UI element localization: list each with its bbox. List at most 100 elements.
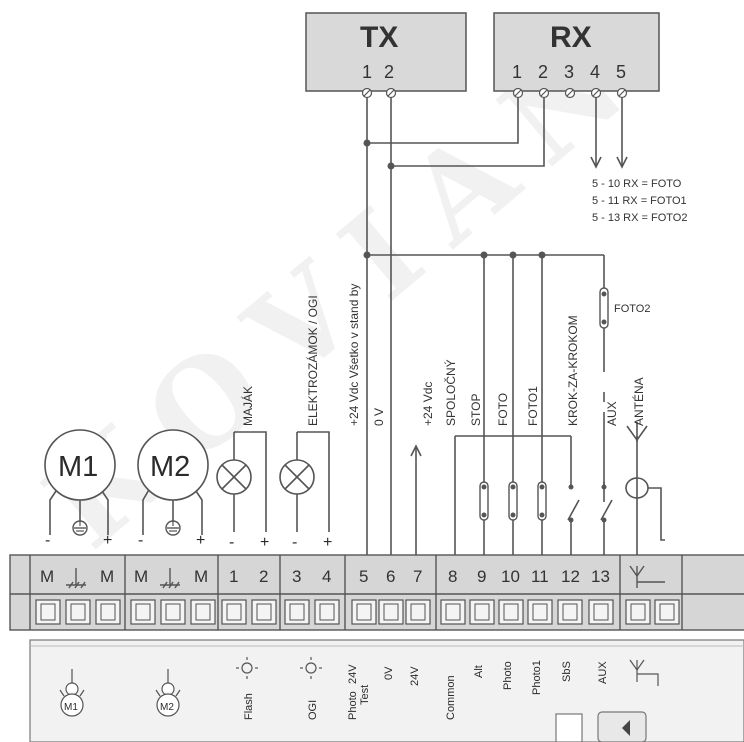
antenna-icon [629,659,659,686]
terminal-2: 2 [259,567,268,586]
terminal-3: 3 [292,567,301,586]
plus-sign: + [196,532,205,549]
motor-icon: M1 [44,429,116,536]
terminal-10: 10 [501,567,520,586]
terminal-m: M [40,567,54,586]
lamp-icon [279,459,315,495]
terminal-7: 7 [413,567,422,586]
ground-icon [160,568,180,589]
foto2-contact [599,287,609,329]
lamp-icon [216,459,252,495]
tx-pin-2: 2 [384,62,394,82]
ground-icon [66,568,86,589]
board-photo1: Photo1 [531,660,543,695]
tx-module: TX 1 2 [305,12,467,99]
label-elektrozamok: ELEKTROZÁMOK / OGI [305,295,320,426]
polarity-marks: - + - + - + - + [45,532,332,551]
terminal-8: 8 [448,567,457,586]
label-24v-standby: +24 Vdc Všetko v stand by [347,284,361,426]
switch-icon [481,484,607,523]
motor-icon [155,669,181,717]
terminal-labels: M M M M 1 2 3 4 5 6 7 8 9 10 11 12 13 [40,565,665,589]
label-stop: STOP [469,394,483,426]
motor-m2-label: M2 [150,451,190,483]
terminal-4: 4 [322,567,331,586]
label-antena: ANTÉNA [631,377,646,426]
rx-pin-3: 3 [564,62,574,82]
board-common: Common [445,675,457,720]
board-photo: Photo [502,661,514,690]
rx-note-3: 5 - 13 RX = FOTO2 [592,212,687,224]
terminal-strip [9,554,744,631]
motor-icon [59,669,85,717]
board-flash-label: Flash [243,693,255,720]
board-sbs: SbS [561,661,573,682]
terminal-11: 11 [531,567,549,586]
screw-icon [538,87,550,99]
terminal-m: M [100,567,114,586]
label-aux: AUX [605,401,619,426]
ogi-icon [300,657,322,679]
label-24v: +24 Vdc [421,382,435,426]
minus-sign: - [45,532,50,549]
board-photo-test-v: 24V [347,664,359,684]
board-photo-test-1: Photo [347,691,359,720]
junction-dots [363,139,546,259]
control-board: M1 M2 Flash OGI Photo Test 24V 0V 24V Co… [29,639,744,742]
wire-labels: MAJÁK ELEKTROZÁMOK / OGI +24 Vdc Všetko … [240,284,646,426]
tx-title: TX [360,21,398,54]
antenna-icon [629,565,665,588]
terminal-6: 6 [386,567,395,586]
label-majak: MAJÁK [240,386,255,426]
rx-pin-1: 1 [512,62,522,82]
terminal-13: 13 [591,567,610,586]
label-foto: FOTO [496,393,510,426]
motor-m1-label: M1 [58,451,98,483]
terminal-1: 1 [229,567,238,586]
plus-sign: + [323,534,332,551]
screw-icon [385,87,397,99]
antenna-icon [625,477,649,499]
plus-sign: + [103,532,112,549]
minus-sign: - [292,534,297,551]
rx-pin-2: 2 [538,62,548,82]
screw-icon [512,87,524,99]
terminal-m: M [194,567,208,586]
board-ogi-label: OGI [307,700,319,720]
terminal-12: 12 [561,567,580,586]
minus-sign: - [138,532,143,549]
rx-note-1: 5 - 10 RX = FOTO [592,178,682,190]
label-spolocny: SPOLOČNÝ [443,359,458,426]
nav-button[interactable] [597,711,647,742]
rx-pin-5: 5 [616,62,626,82]
terminal-5: 5 [359,567,368,586]
board-24v: 24V [409,666,421,686]
terminal-9: 9 [477,567,486,586]
rx-pin-4: 4 [590,62,600,82]
rx-module: RX 1 2 3 4 5 [493,12,660,99]
switch-icon [567,482,613,521]
left-arrow-icon [622,720,630,736]
board-aux: AUX [597,661,609,684]
label-0v: 0 V [372,408,386,426]
rx-note-2: 5 - 11 RX = FOTO1 [592,195,687,207]
connector-slot [555,713,583,742]
flash-icon [236,657,258,679]
board-alt: Alt [473,665,485,678]
motor-icon: M2 [137,429,209,536]
board-0v: 0V [383,666,395,680]
board-m2-label: M2 [160,702,174,713]
board-m1-label: M1 [64,702,78,713]
screw-icon [616,87,628,99]
rx-output-arrows [590,98,628,169]
plus-sign: + [260,534,269,551]
terminal-m: M [134,567,148,586]
board-photo-test-2: Test [359,685,371,705]
screw-icon [590,87,602,99]
screw-icon [564,87,576,99]
label-krok: KROK-ZA-KROKOM [566,315,580,426]
minus-sign: - [229,534,234,551]
switch-icon [479,481,547,521]
tx-pin-1: 1 [362,62,372,82]
